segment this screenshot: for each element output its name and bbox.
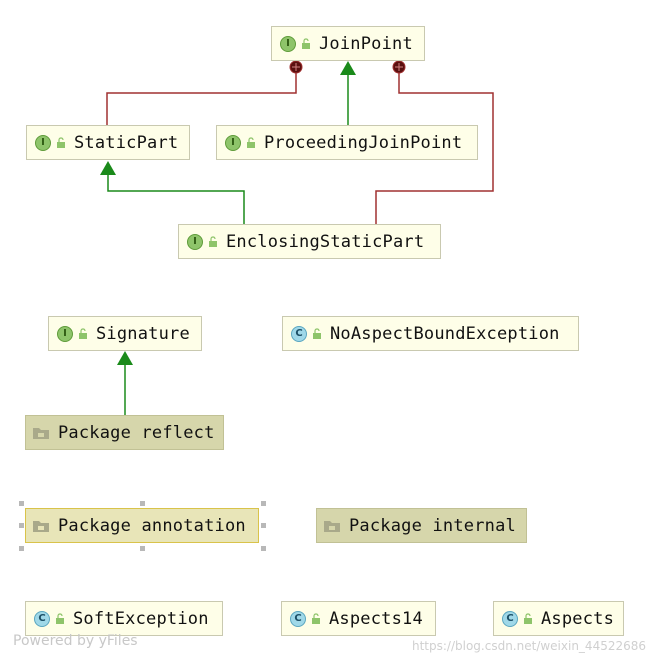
package-internal[interactable]: Package internal — [316, 508, 527, 543]
node-enclosingstaticpart[interactable]: I EnclosingStaticPart — [178, 224, 441, 259]
node-proceedingjoinpoint[interactable]: I ProceedingJoinPoint — [216, 125, 478, 160]
node-label: NoAspectBoundException — [330, 323, 560, 344]
resize-handle[interactable] — [19, 546, 24, 551]
resize-handle[interactable] — [261, 501, 266, 506]
resize-handle[interactable] — [140, 546, 145, 551]
node-label: SoftException — [73, 608, 209, 629]
node-softexception[interactable]: C SoftException — [25, 601, 223, 636]
resize-handle[interactable] — [261, 546, 266, 551]
package-label: Package annotation — [58, 515, 246, 536]
node-label: JoinPoint — [319, 33, 413, 54]
arrow-head — [117, 351, 133, 365]
package-label: Package internal — [349, 515, 516, 536]
resize-handle[interactable] — [261, 523, 266, 528]
node-signature[interactable]: I Signature — [48, 316, 202, 351]
interface-icon: I — [187, 233, 203, 250]
watermark-powered-by: Powered by yFiles — [13, 633, 138, 649]
node-joinpoint[interactable]: I JoinPoint — [271, 26, 425, 61]
watermark-url: https://blog.csdn.net/weixin_44522686 — [412, 639, 647, 653]
resize-handle[interactable] — [140, 501, 145, 506]
class-icon: C — [502, 610, 518, 627]
node-label: EnclosingStaticPart — [226, 231, 425, 252]
edge-staticpart-joinpoint — [106, 71, 297, 125]
edge-enclosing-joinpoint — [375, 71, 494, 224]
unlocked-icon — [312, 612, 320, 624]
resize-handle[interactable] — [19, 523, 24, 528]
package-reflect[interactable]: Package reflect — [25, 415, 224, 450]
unlocked-icon — [247, 136, 255, 148]
unlocked-icon — [524, 612, 532, 624]
node-label: Signature — [96, 323, 190, 344]
arrow-head — [100, 161, 116, 175]
node-aspects14[interactable]: C Aspects14 — [281, 601, 436, 636]
arrow-head — [340, 61, 356, 75]
class-icon: C — [290, 610, 306, 627]
class-icon: C — [34, 610, 50, 627]
unlocked-icon — [313, 327, 321, 339]
unlocked-icon — [79, 327, 87, 339]
unlocked-icon — [302, 37, 310, 49]
node-aspects[interactable]: C Aspects — [493, 601, 624, 636]
unlocked-icon — [56, 612, 64, 624]
interface-icon: I — [225, 134, 241, 151]
unlocked-icon — [209, 235, 217, 247]
node-label: Aspects14 — [329, 608, 423, 629]
package-annotation[interactable]: Package annotation — [25, 508, 259, 543]
resize-handle[interactable] — [19, 501, 24, 506]
folder-icon — [33, 427, 49, 439]
unlocked-icon — [57, 136, 65, 148]
folder-icon — [33, 520, 49, 532]
folder-icon — [324, 520, 340, 532]
class-icon: C — [291, 325, 307, 342]
node-label: StaticPart — [74, 132, 179, 153]
node-label: ProceedingJoinPoint — [264, 132, 463, 153]
edge-enclosing-staticpart — [107, 174, 245, 224]
node-label: Aspects — [541, 608, 615, 629]
node-staticpart[interactable]: I StaticPart — [26, 125, 190, 160]
package-label: Package reflect — [58, 422, 215, 443]
interface-icon: I — [57, 325, 73, 342]
node-noaspectboundexception[interactable]: C NoAspectBoundException — [282, 316, 579, 351]
interface-icon: I — [280, 35, 296, 52]
interface-icon: I — [35, 134, 51, 151]
